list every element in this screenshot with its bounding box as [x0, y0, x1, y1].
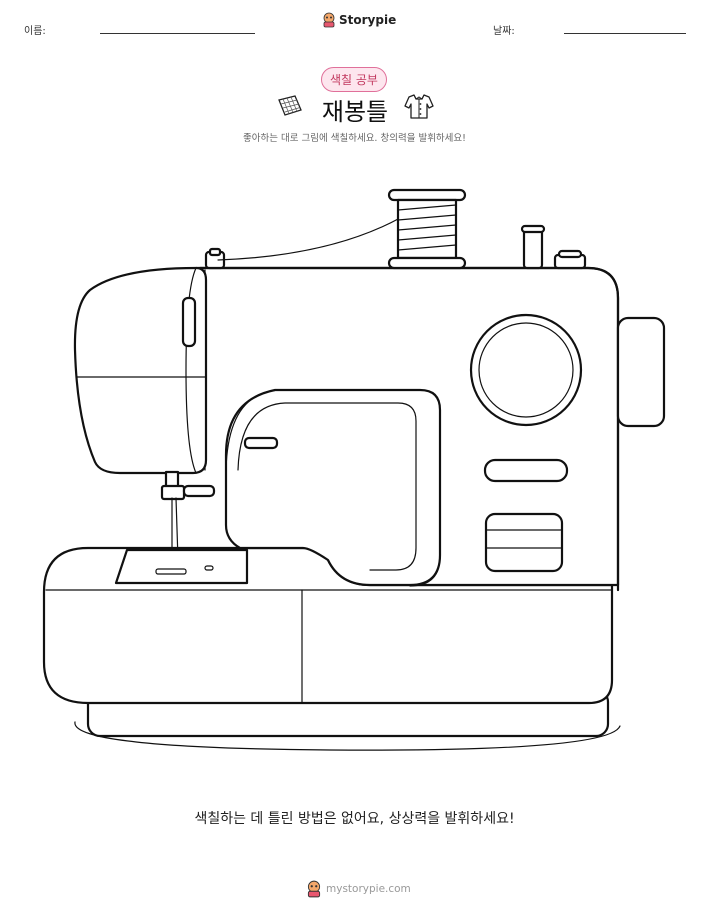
shirt-icon	[404, 94, 434, 119]
winder-pin	[522, 226, 544, 270]
stitch-dial	[469, 313, 583, 427]
storypie-mascot-icon	[307, 880, 321, 898]
category-badge: 색칠 공부	[321, 67, 387, 92]
arm-opening	[237, 402, 417, 571]
spool-bottom	[387, 256, 467, 270]
storypie-mascot-icon	[323, 12, 335, 28]
presser-clamp	[160, 484, 186, 501]
presser-screw	[182, 484, 216, 498]
control-slot	[483, 458, 569, 483]
brand-name: Storypie	[339, 13, 397, 27]
reverse-button	[484, 512, 564, 573]
footer-message: 색칠하는 데 틀린 방법은 없어요, 상상력을 발휘하세요!	[194, 811, 515, 827]
name-label: 이름:	[24, 26, 46, 37]
thread-line	[217, 217, 401, 261]
name-field[interactable]	[100, 33, 255, 34]
footer-url[interactable]: mystorypie.com	[326, 883, 411, 895]
side-knob	[181, 296, 197, 348]
instructions: 좋아하는 대로 그림에 색칠하세요. 창의력을 발휘하세요!	[243, 133, 466, 144]
thread-lever	[243, 436, 279, 450]
date-label: 날짜:	[493, 26, 515, 37]
page-title: 재봉틀	[321, 98, 389, 126]
spool-top	[387, 188, 467, 202]
machine-head	[73, 266, 208, 475]
handwheel	[616, 316, 666, 428]
needle-plate	[114, 548, 249, 585]
brand-logo: Storypie	[322, 12, 396, 28]
faceplate-curve	[185, 267, 197, 474]
fabric-icon	[278, 95, 302, 116]
footer-brand: mystorypie.com	[306, 880, 411, 898]
date-field[interactable]	[564, 33, 686, 34]
